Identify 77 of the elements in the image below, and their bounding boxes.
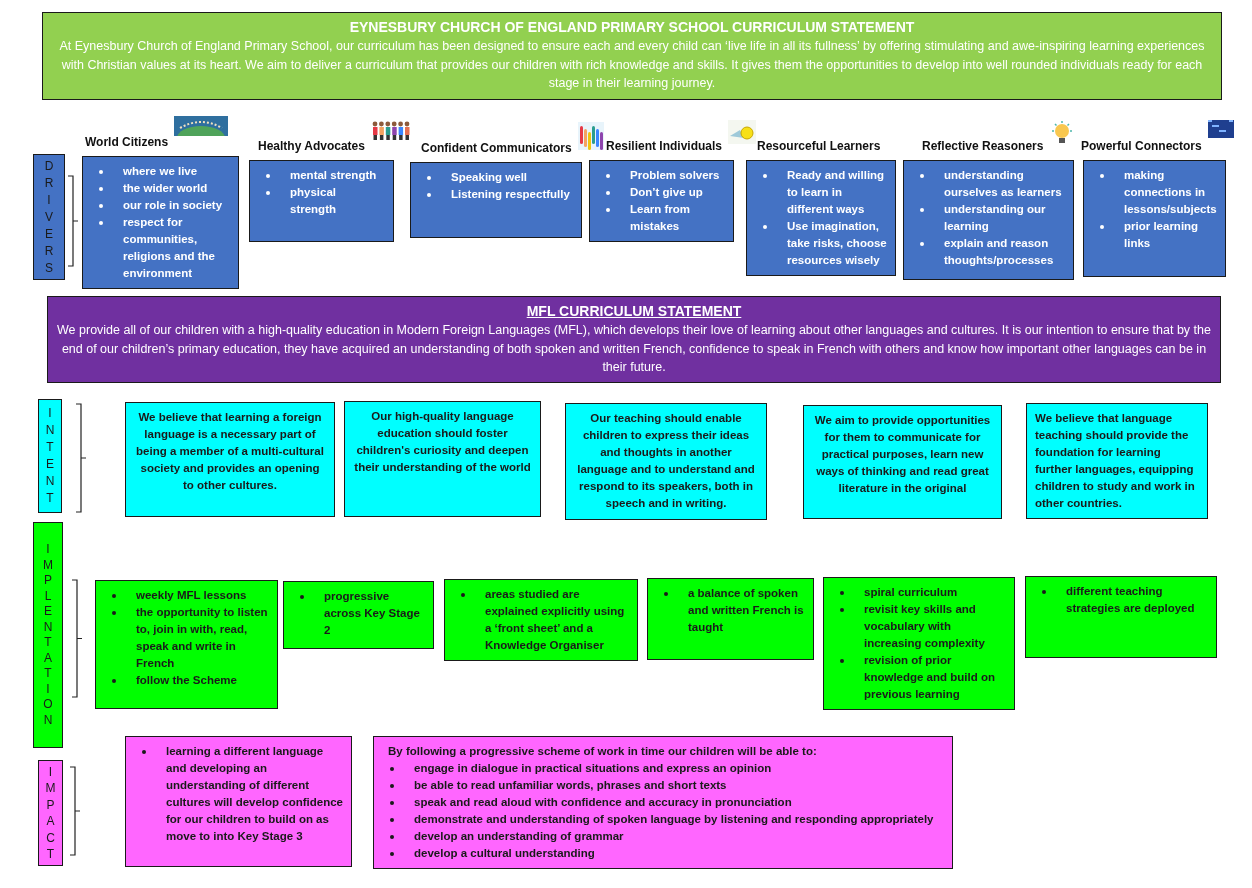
- bullet-text: respect for communities, religions and the environment: [123, 215, 216, 281]
- implementation-box: [444, 579, 638, 661]
- implementation-box: [283, 581, 434, 649]
- bullet-text: Learn from mistakes: [630, 202, 692, 234]
- statement-heading: MFL CURRICULUM STATEMENT: [526, 302, 742, 321]
- driver-box: [589, 160, 734, 242]
- impact-box: [373, 736, 953, 869]
- vertical-label: INTENT: [44, 405, 56, 507]
- bullet-text: Ready and willing to learn in different ways: [787, 168, 886, 217]
- driver-box: [249, 160, 394, 242]
- bullet-text: progressive across Key Stage 2: [324, 589, 421, 638]
- vertical-label: DRIVERS: [43, 157, 55, 277]
- statement-text: Our teaching should enable children to express their ideas and thoughts in another language and to understand and respond to its speakers, both in speech and in writing.: [576, 411, 756, 511]
- driver-heading: Powerful Connectors: [1081, 138, 1202, 154]
- statement-paragraph: We provide all of our children with a high-quality education in Modern Foreign Languages (MFL), which develops their love of learning about other languages and cultures. It is our intention to ensure that by the end of our children’s primary education, they have acquired an understanding of both spoken and written French, confidence to speak in French with others and know how important other languages can be in their future.: [56, 322, 1212, 376]
- driver-heading: Reflective Reasoners: [922, 138, 1044, 154]
- section-label: [38, 399, 62, 513]
- driver-box: [746, 160, 896, 276]
- statement-text: We believe that learning a foreign language is a necessary part of being a member of a multi-cultural society and provides an opening to other cultures.: [135, 410, 325, 493]
- driver-box: [1083, 160, 1226, 277]
- impact-box: [125, 736, 352, 867]
- statement-text: Our high-quality language education should foster children's curiosity and deepen their understanding of the world: [353, 409, 532, 475]
- bullet-text: be able to read unfamiliar words, phrases and short texts: [414, 778, 727, 793]
- bullet-text: speak and read aloud with confidence and accuracy in pronunciation: [414, 795, 792, 810]
- intent-box: [125, 402, 335, 517]
- statement-paragraph: At Eynesbury Church of England Primary School, our curriculum has been designed to ensure each and every child can ‘live life in all its fullness’ by offering stimulating and awe-inspiring learning experiences with Christian values at its heart. We aim to deliver a curriculum that provides our children with rich knowledge and skills. It gives them the opportunities to develop into well rounded individuals ready for each stage in their learning journey.: [58, 38, 1206, 92]
- section-label: [33, 522, 63, 748]
- bullet-text: the wider world: [123, 181, 208, 196]
- implementation-box: [95, 580, 278, 709]
- driver-heading: World Citizens: [85, 134, 169, 150]
- bullet-text: different teaching strategies are deployed: [1066, 584, 1196, 616]
- driver-box: [903, 160, 1074, 280]
- implementation-box: [1025, 576, 1217, 658]
- intro-text: By following a progressive scheme of work in time our children will be able to:: [387, 744, 818, 759]
- bullet-text: develop a cultural understanding: [414, 846, 595, 861]
- bullet-text: follow the Scheme: [136, 673, 237, 688]
- bullet-text: demonstrate and understanding of spoken language by listening and responding appropriately: [414, 812, 934, 827]
- bullet-text: Problem solvers: [630, 168, 720, 183]
- driver-box: [82, 156, 239, 289]
- bullet-text: Speaking well: [451, 170, 528, 185]
- intent-box: [1026, 403, 1208, 519]
- bullet-text: prior learning links: [1124, 219, 1200, 251]
- intent-box: [344, 401, 541, 517]
- bullet-text: spiral curriculum: [864, 585, 958, 600]
- bullet-text: mental strength: [290, 168, 377, 183]
- bullet-text: Listening respectfully: [451, 187, 570, 202]
- vertical-label: IMPLENTATION: [42, 542, 54, 728]
- bullet-text: Use imagination, take risks, choose resources wisely: [787, 219, 887, 268]
- bullet-text: where we live: [123, 164, 198, 179]
- statement-banner: [47, 296, 1221, 383]
- bullet-text: learning a different language and developing an understanding of different cultures will develop confidence for our children to build on as move to into Key Stage 3: [166, 744, 343, 844]
- statement-text: We believe that language teaching should provide the foundation for learning further languages, equipping children to study and work in other countries.: [1035, 411, 1196, 511]
- implementation-box: [823, 577, 1015, 710]
- vertical-label: IMPACT: [45, 763, 56, 863]
- bullet-text: revision of prior knowledge and build on previous learning: [864, 653, 996, 702]
- driver-heading: Confident Communicators: [421, 140, 572, 156]
- bullet-text: engage in dialogue in practical situations and express an opinion: [414, 761, 772, 776]
- statement-banner: [42, 12, 1222, 100]
- bullet-text: explain and reason thoughts/processes: [944, 236, 1055, 268]
- statement-text: We aim to provide opportunities for them to communicate for practical purposes, learn new ways of thinking and read great literature in the original: [813, 413, 992, 496]
- section-label: [33, 154, 65, 280]
- intent-box: [565, 403, 767, 520]
- bullet-text: develop an understanding of grammar: [414, 829, 624, 844]
- intent-box: [803, 405, 1002, 519]
- driver-heading: Resilient Individuals: [606, 138, 723, 154]
- driver-box: [410, 162, 582, 238]
- driver-heading: Resourceful Learners: [757, 138, 881, 154]
- implementation-box: [647, 578, 814, 660]
- bullet-text: physical strength: [290, 185, 338, 217]
- statement-heading: EYNESBURY CHURCH OF ENGLAND PRIMARY SCHOOL CURRICULUM STATEMENT: [349, 18, 915, 37]
- bullet-text: areas studied are explained explicitly using a ‘front sheet’ and a Knowledge Organiser: [485, 587, 626, 653]
- section-label: [38, 760, 63, 866]
- driver-heading: Healthy Advocates: [258, 138, 365, 154]
- bullet-text: weekly MFL lessons: [136, 588, 247, 603]
- bullet-text: a balance of spoken and written French is taught: [688, 586, 805, 635]
- bullet-text: Don’t give up: [630, 185, 703, 200]
- bullet-text: our role in society: [123, 198, 223, 213]
